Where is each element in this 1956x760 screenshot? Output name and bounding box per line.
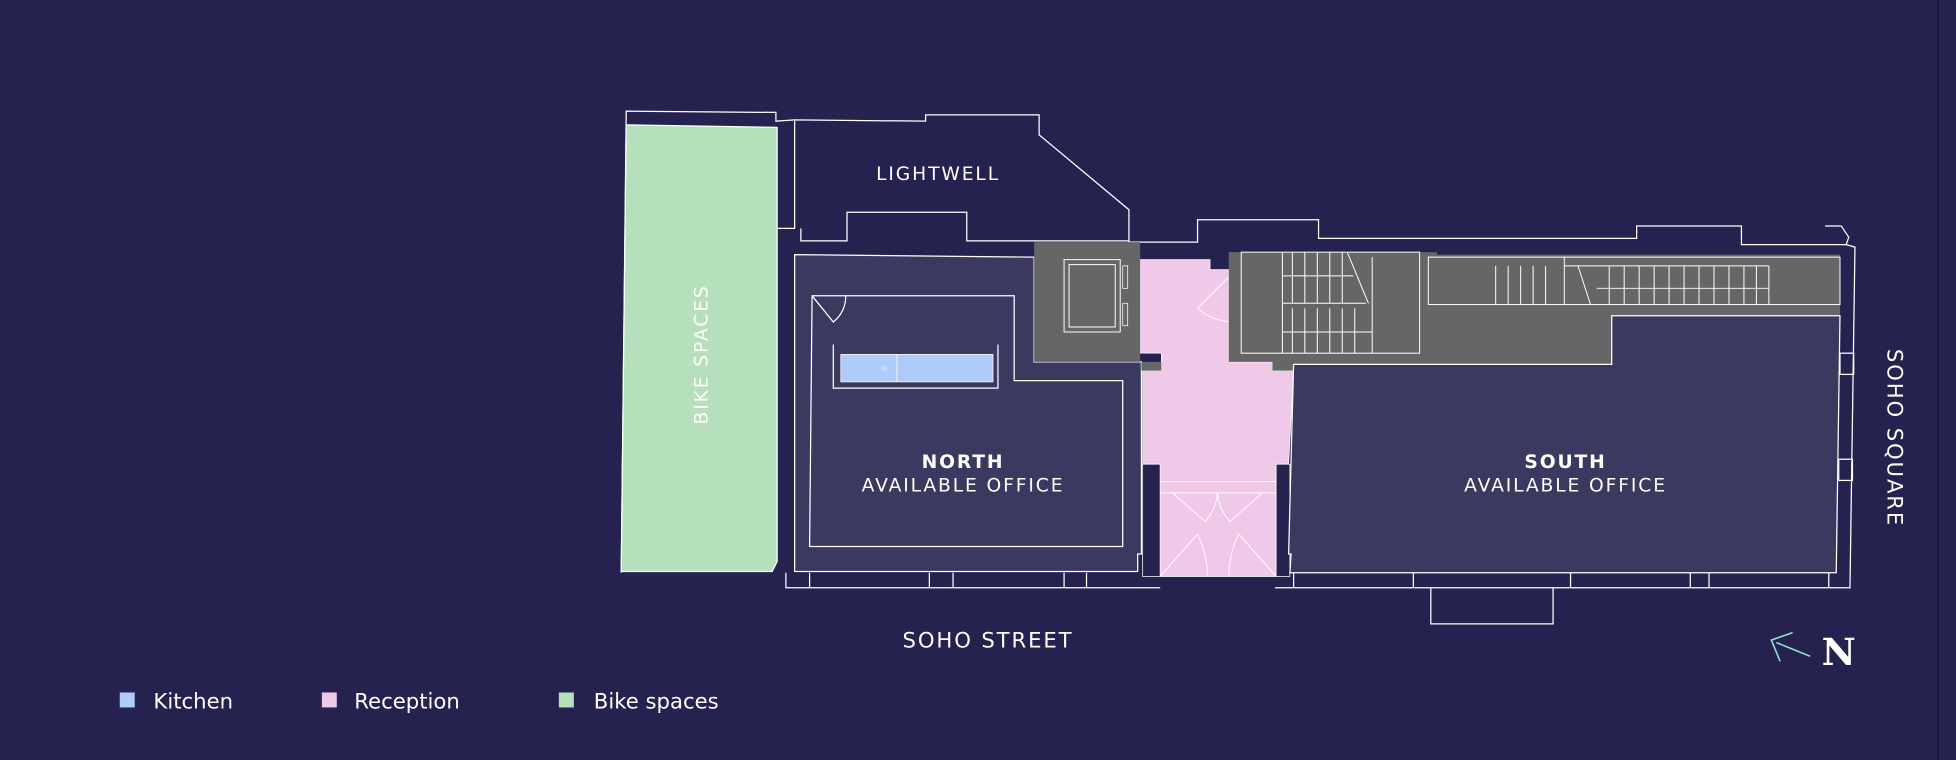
door-swing-icon [811, 295, 847, 323]
soho-street-label: SOHO STREET [903, 628, 1074, 653]
north-office-name: NORTH [922, 452, 1005, 473]
page-edge [1937, 0, 1939, 760]
south-office-area[interactable] [1287, 315, 1841, 574]
legend-label: Bike spaces [594, 689, 719, 714]
north-arrow-icon: N [1770, 630, 1856, 674]
lift-icon [1063, 259, 1121, 333]
legend-item-reception: Reception [321, 689, 460, 714]
core-left [1034, 242, 1162, 371]
building-outline [620, 110, 1856, 625]
bike-spaces-area [620, 124, 778, 573]
legend-label: Reception [354, 689, 460, 714]
south-office-status: AVAILABLE OFFICE [1464, 476, 1667, 497]
kitchen-area [832, 344, 999, 389]
bike-spaces-label: BIKE SPACES [691, 284, 712, 424]
legend-item-bike-spaces: Bike spaces [558, 689, 719, 714]
legend-label: Kitchen [153, 689, 233, 714]
soho-square-label: SOHO SQUARE [1882, 349, 1907, 527]
north-office-status: AVAILABLE OFFICE [862, 476, 1065, 497]
lightwell-label: LIGHTWELL [876, 164, 1000, 185]
south-office-name: SOUTH [1524, 452, 1606, 473]
legend-item-kitchen: Kitchen [119, 689, 233, 714]
compass-letter: N [1822, 630, 1856, 674]
legend: Kitchen Reception Bike spaces [119, 689, 719, 714]
north-office-inner-wall [808, 295, 1124, 548]
stairs-icon [1240, 251, 1841, 354]
entrance-doors [1159, 276, 1277, 577]
core-right [1228, 251, 1841, 371]
